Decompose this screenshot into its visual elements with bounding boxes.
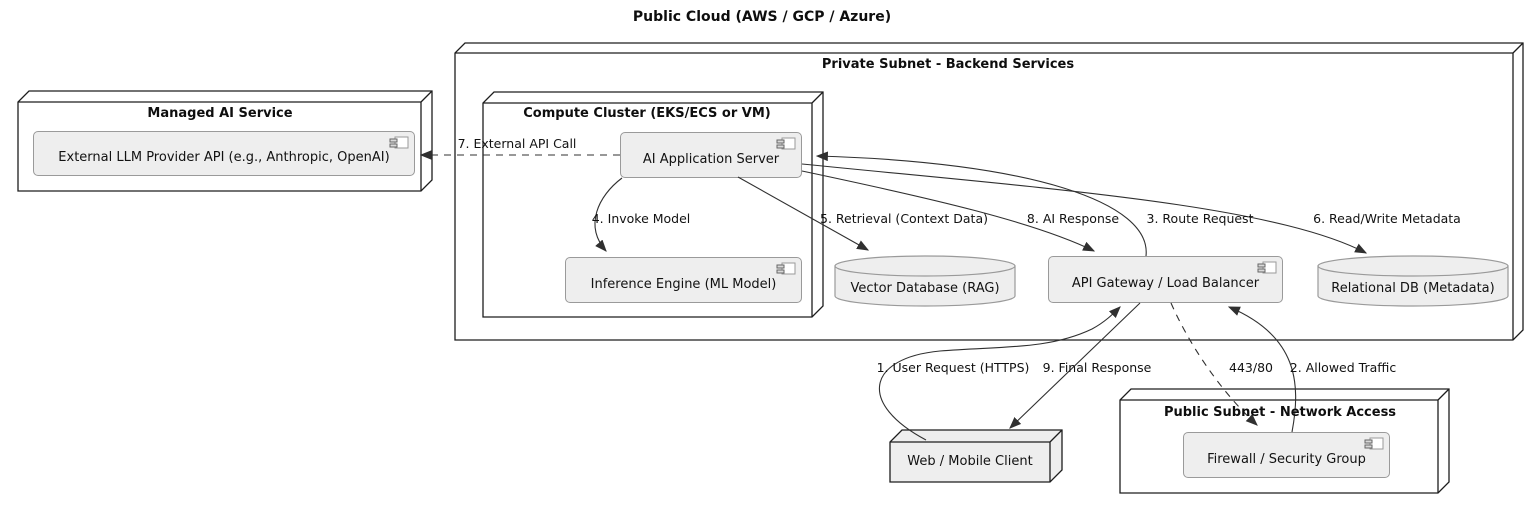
edge-label-user-request: 1. User Request (HTTPS): [876, 360, 1030, 375]
component-label: API Gateway / Load Balancer: [1071, 276, 1260, 291]
edge-label-route-request: 3. Route Request: [1146, 211, 1254, 226]
edge-read-write-metadata: [801, 163, 1368, 254]
node-label-web-mobile-client: Web / Mobile Client: [907, 454, 1033, 469]
diagram-title: Public Cloud (AWS / GCP / Azure): [632, 9, 892, 25]
component-icon: [776, 262, 796, 275]
edge-label-retrieval-context: 5. Retrieval (Context Data): [820, 211, 988, 226]
edge-label-read-write-metadata: 6. Read/Write Metadata: [1313, 211, 1461, 226]
edge-label-final-response: 9. Final Response: [1042, 360, 1152, 375]
component-label: Inference Engine (ML Model): [590, 276, 777, 292]
component-label: External LLM Provider API (e.g., Anthrop…: [58, 150, 390, 165]
component-label: AI Application Server: [642, 151, 780, 167]
edge-label-ai-response: 8. AI Response: [1026, 211, 1120, 226]
edge-label-invoke-model: 4. Invoke Model: [591, 211, 691, 226]
component-firewall: Firewall / Security Group: [1183, 432, 1390, 478]
node-label-compute-cluster: Compute Cluster (EKS/ECS or VM): [523, 106, 771, 121]
component-icon: [776, 137, 796, 150]
component-label: Firewall / Security Group: [1207, 451, 1366, 467]
database-label-relational-db: Relational DB (Metadata): [1331, 281, 1495, 296]
database-label-vector-db: Vector Database (RAG): [850, 281, 1000, 296]
component-icon: [1257, 261, 1277, 274]
edge-label-allowed-traffic: 2. Allowed Traffic: [1289, 360, 1397, 375]
component-inference-engine: Inference Engine (ML Model): [565, 257, 802, 303]
component-icon: [389, 136, 409, 149]
component-icon: [1364, 437, 1384, 450]
component-external-llm-api: External LLM Provider API (e.g., Anthrop…: [33, 131, 415, 176]
node-label-private-subnet: Private Subnet - Backend Services: [821, 57, 1075, 72]
node-label-managed-ai-service: Managed AI Service: [147, 106, 293, 121]
edge-label-external-api-call: 7. External API Call: [457, 136, 577, 151]
edge-route-request: [815, 151, 1147, 257]
component-ai-application-server: AI Application Server: [620, 132, 802, 178]
edge-label-443-80: 443/80: [1229, 360, 1273, 375]
node-label-public-subnet: Public Subnet - Network Access: [1163, 405, 1397, 420]
component-api-gateway: API Gateway / Load Balancer: [1048, 256, 1283, 303]
